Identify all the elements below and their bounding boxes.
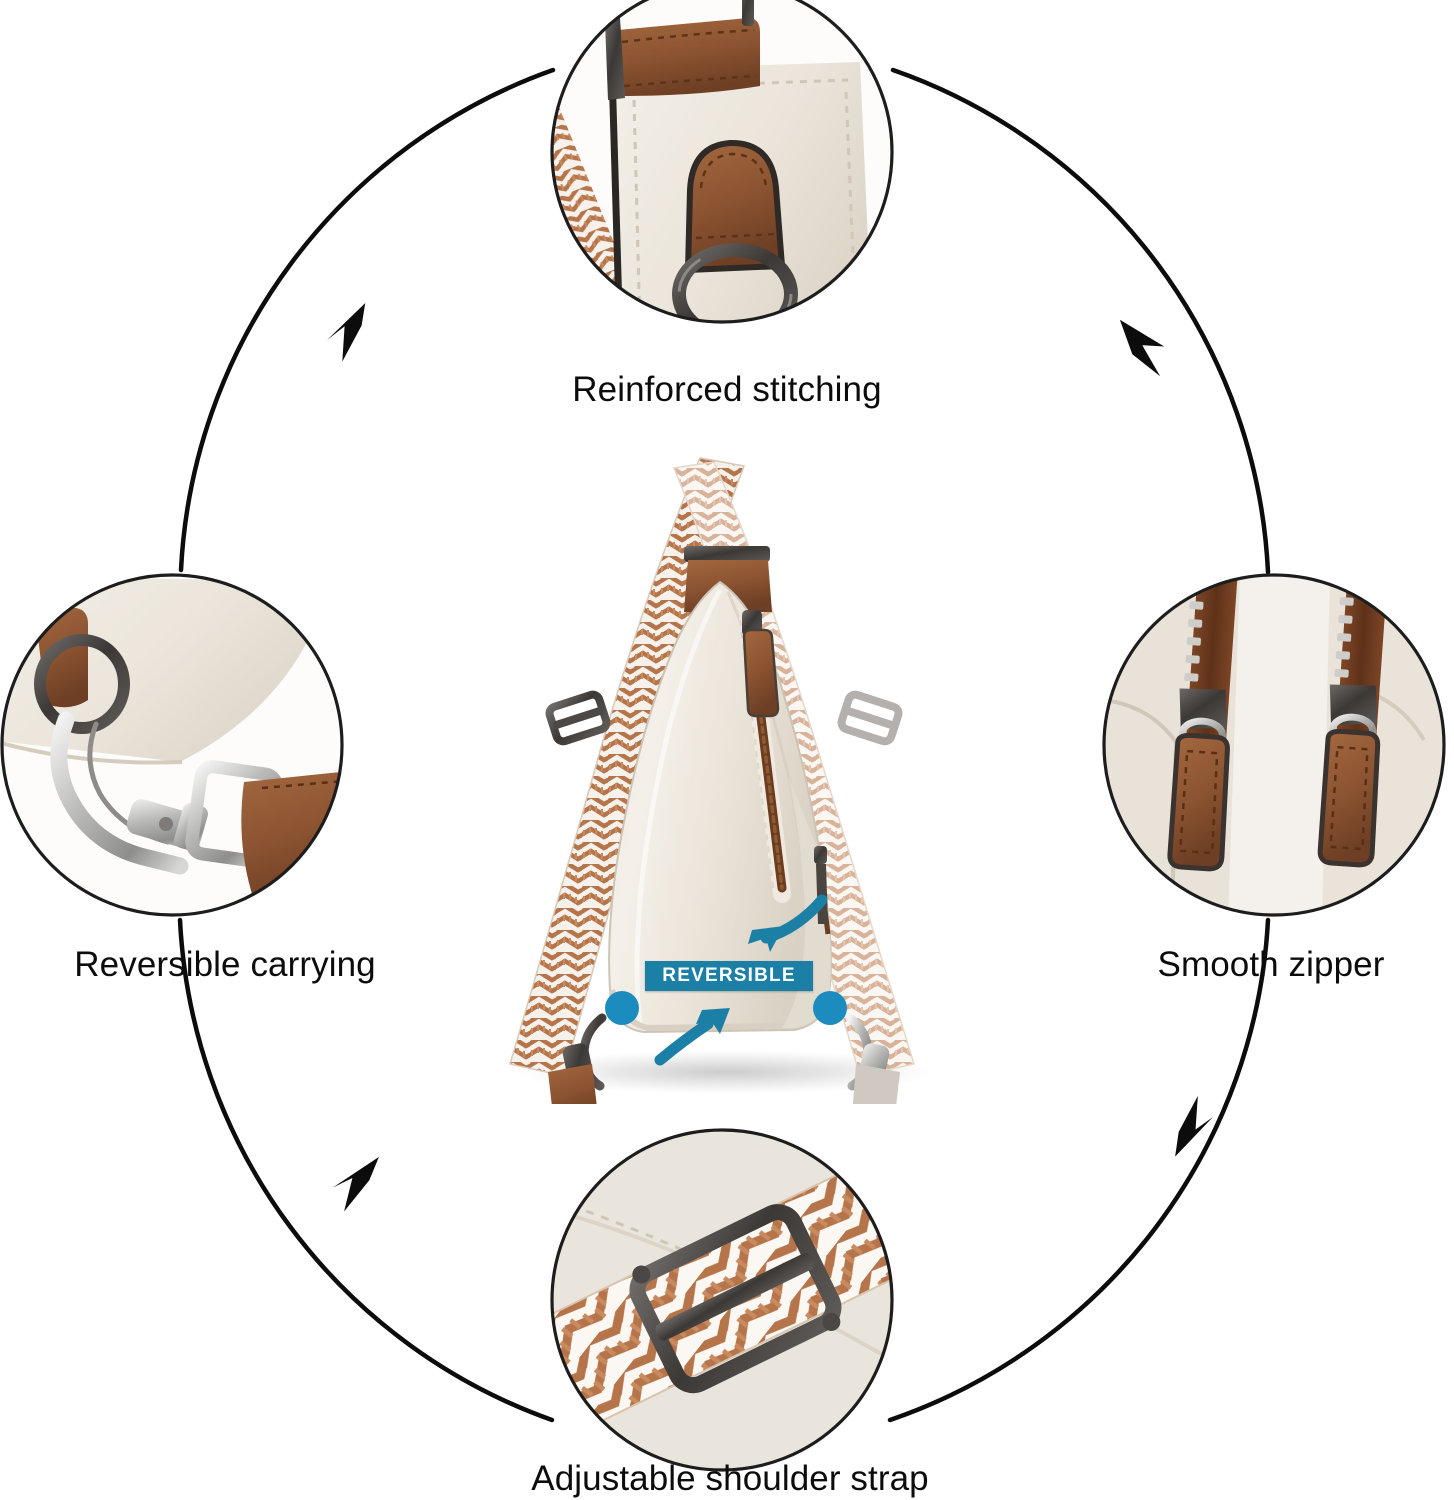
photo-adjustable-shoulder-strap bbox=[552, 1130, 892, 1470]
feature-label-reversible-carrying: Reversible carrying bbox=[74, 945, 376, 984]
flow-arrow-bottom-left bbox=[332, 1156, 379, 1212]
flow-arrow-top-right bbox=[1119, 319, 1165, 377]
flow-arrow-bottom-right bbox=[1175, 1095, 1213, 1157]
bubble-outline-adjustable-shoulder-strap bbox=[550, 1128, 894, 1472]
bubble-outline-reinforced-stitching bbox=[550, 0, 894, 324]
reversible-badge: REVERSIBLE bbox=[645, 961, 813, 991]
feature-label-smooth-zipper: Smooth zipper bbox=[1157, 945, 1385, 984]
front-zipper bbox=[739, 610, 791, 903]
flow-arrow-top-left bbox=[326, 302, 366, 362]
snap-hook-left bbox=[548, 1013, 607, 1104]
strap-slider-right bbox=[837, 690, 903, 746]
feature-label-adjustable-shoulder-strap: Adjustable shoulder strap bbox=[531, 1459, 929, 1498]
photo-smooth-zipper bbox=[1104, 575, 1444, 915]
product-illustration bbox=[509, 457, 937, 1104]
photo-reinforced-stitching bbox=[552, 0, 892, 322]
strap-slider-left bbox=[545, 690, 611, 746]
zipper-callout-arrowhead bbox=[748, 926, 784, 952]
base-callout-arrow bbox=[654, 1018, 714, 1066]
snap-hook-right bbox=[845, 1013, 900, 1104]
bubble-outline-smooth-zipper bbox=[1102, 573, 1446, 917]
reversible-badge-label: REVERSIBLE bbox=[662, 965, 796, 986]
feature-label-reinforced-stitching: Reinforced stitching bbox=[572, 370, 882, 409]
left-strap-anchor-dot bbox=[605, 991, 639, 1025]
photo-reversible-carrying bbox=[2, 575, 342, 915]
base-callout-arrowhead bbox=[696, 1008, 730, 1034]
bubble-outline-reversible-carrying bbox=[0, 573, 344, 917]
right-strap-anchor-dot bbox=[813, 991, 847, 1025]
